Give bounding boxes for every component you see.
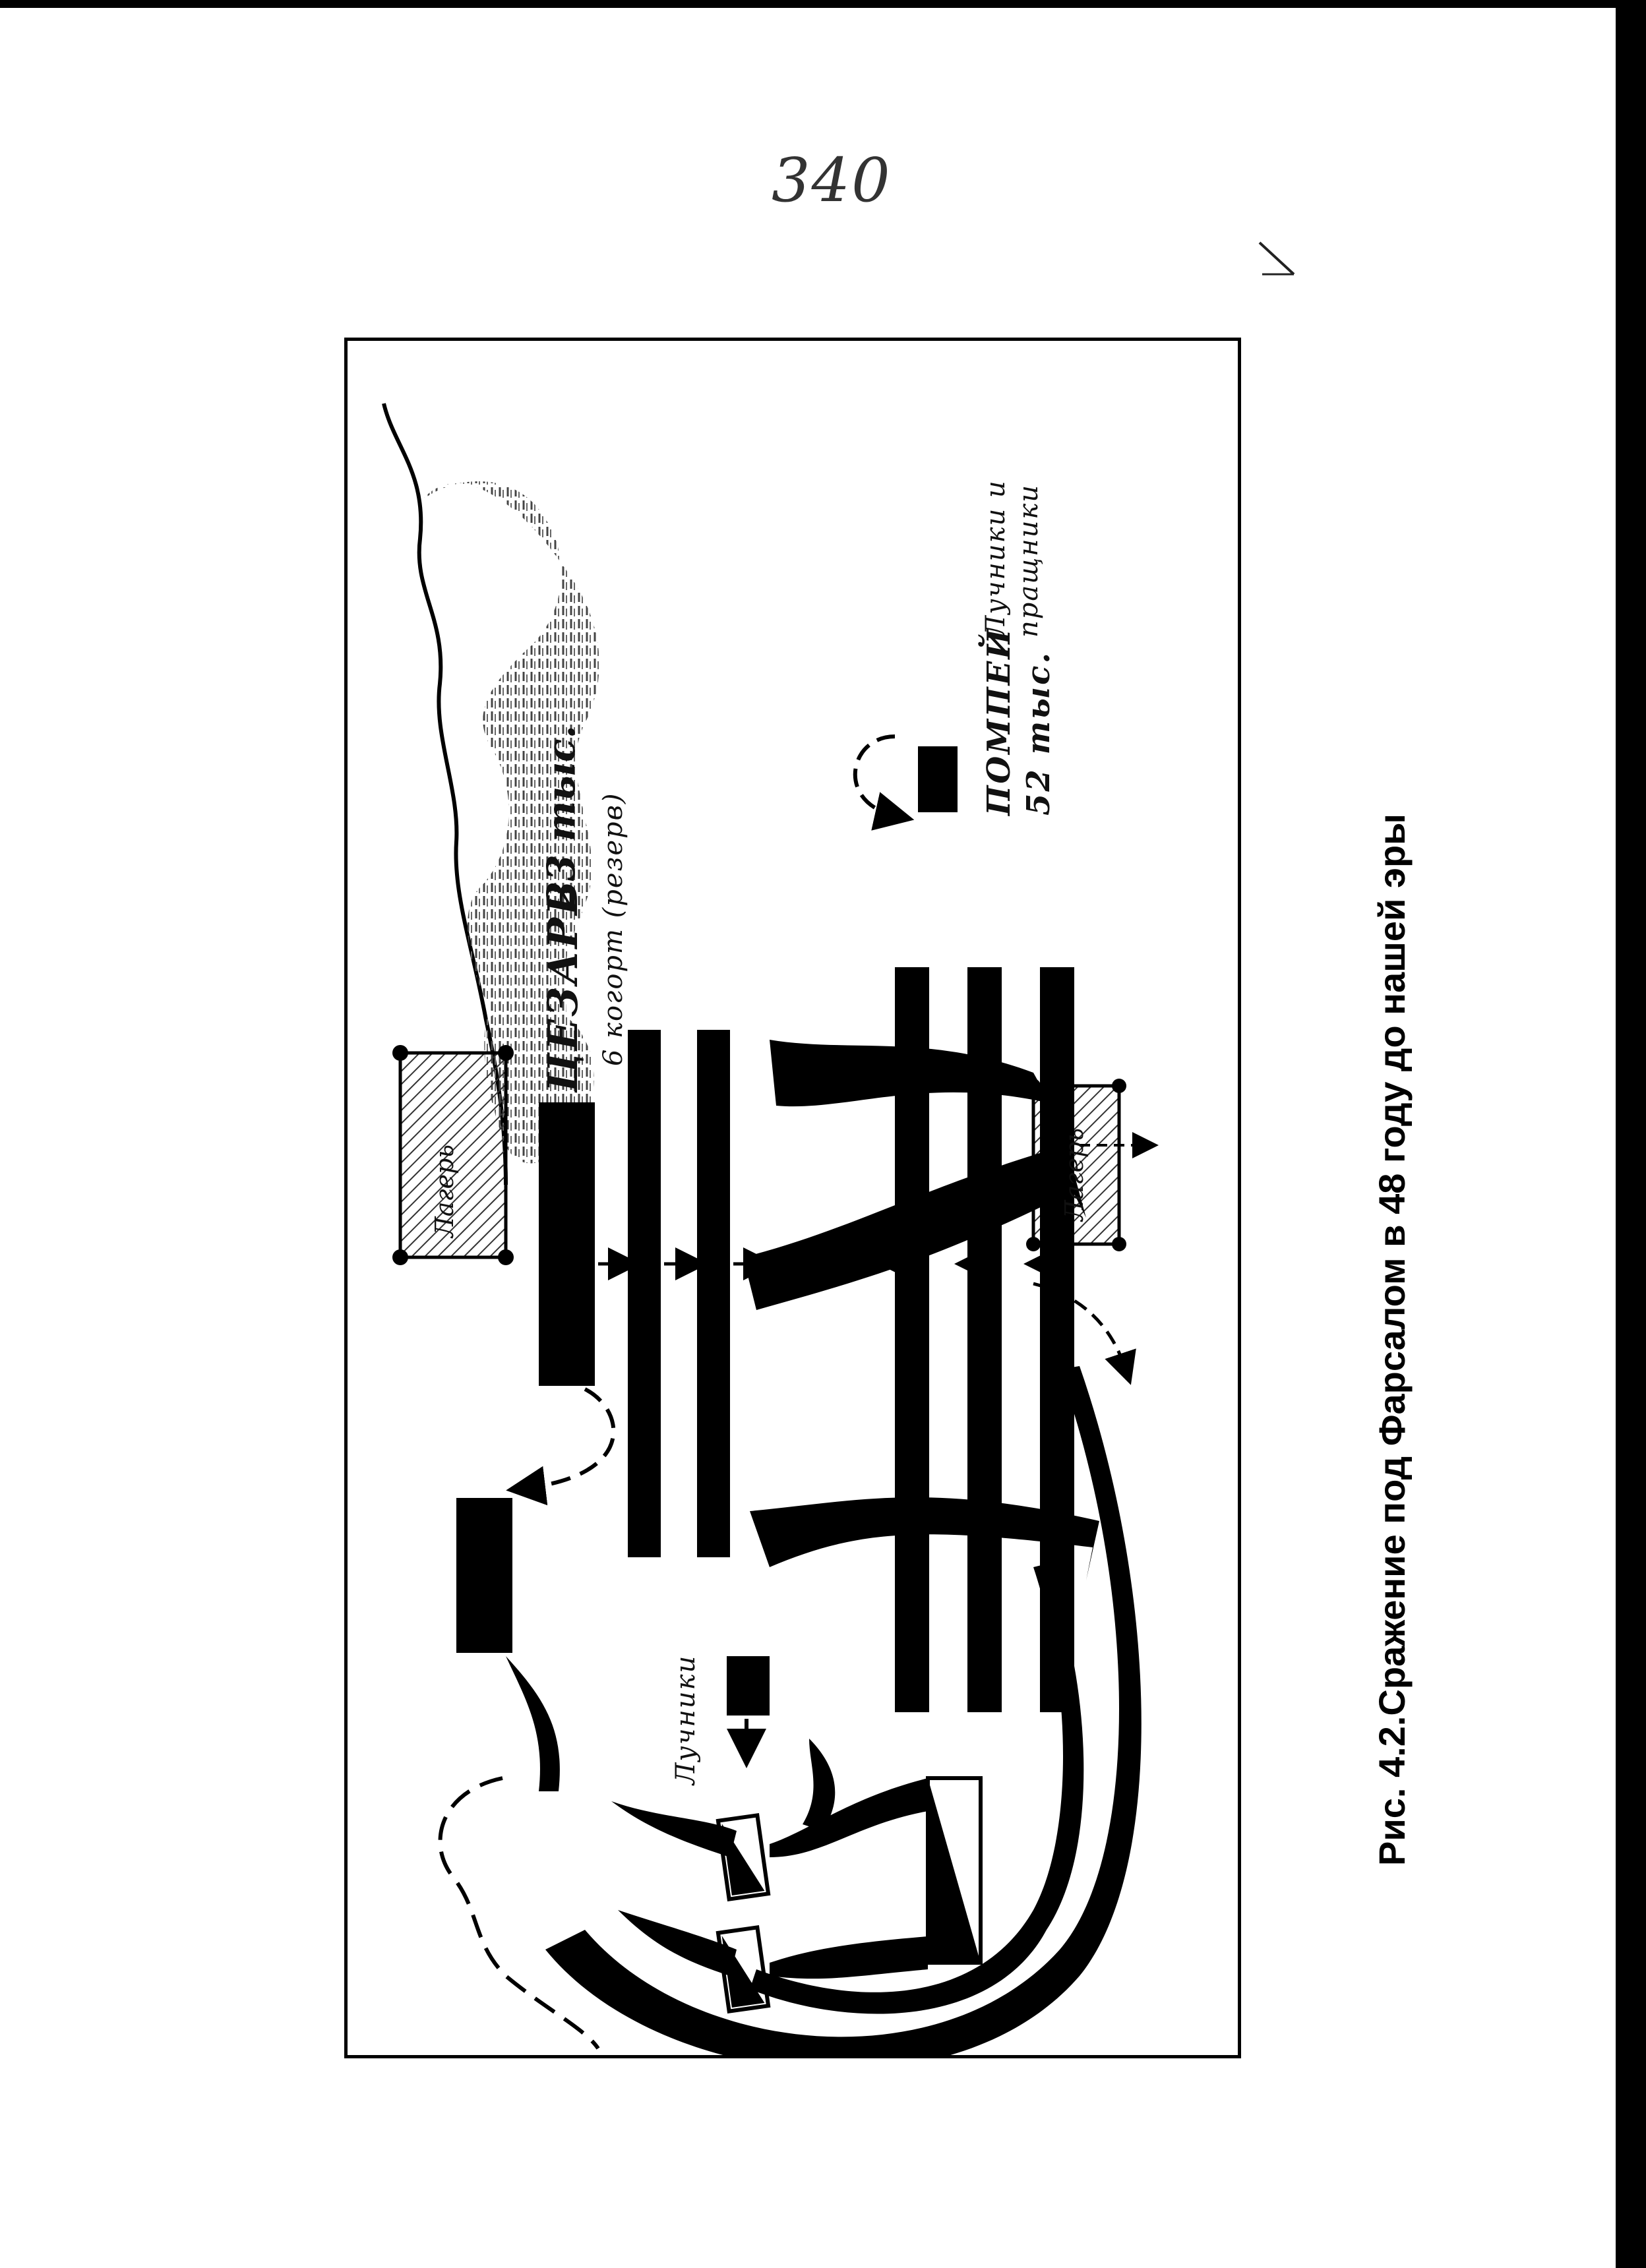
pompey-archers-label-line1: Лучники и <box>981 479 1011 638</box>
caesar-label: ЦЕЗАРЬ <box>539 878 587 1092</box>
flank-arc-outer <box>545 1366 1142 2055</box>
cavalry-wedge-2 <box>618 1910 737 1976</box>
pompey-label: ПОМПЕЙ <box>981 627 1018 816</box>
attack-arrow-3 <box>750 1497 1099 1580</box>
caesar-archers-block <box>727 1656 770 1716</box>
attack-arrow-2 <box>743 1145 1086 1310</box>
figure-caption: Рис. 4.2.Сражение под Фарсалом в 48 году… <box>1371 814 1413 1866</box>
page-number: 340 <box>772 145 892 216</box>
corner-tick-mark <box>1258 241 1295 276</box>
reserve-dashed-arrow <box>506 1387 616 1506</box>
cohorts-arrow-down <box>506 1656 560 1791</box>
caesar-reserve-label: 6 когорт (резерв) <box>598 792 628 1066</box>
caesar-line-1 <box>628 1030 661 1557</box>
scan-border-right <box>1616 0 1646 2268</box>
battle-diagram-frame: ЦЕЗАРЬ 23 тыс. 6 когорт (резерв) Лагерь … <box>344 338 1241 2058</box>
caesar-reserve-block <box>539 1102 595 1386</box>
caesar-strength-label: 23 тыс. <box>539 725 584 908</box>
caesar-camp <box>398 1051 508 1259</box>
archers-label: Лучники <box>671 1654 701 1785</box>
pompey-strength-label: 52 тыс. <box>1020 650 1057 816</box>
caesar-camp-label: Лагерь <box>430 1144 459 1238</box>
cavalry-wedge-4 <box>770 1936 928 1979</box>
cavalry-wedge-5 <box>803 1739 836 1831</box>
cohorts-sweep-dashed <box>438 1776 600 2050</box>
battle-diagram <box>382 403 1159 2055</box>
pompey-archers-label-line2: пращники <box>1014 483 1044 638</box>
pompey-archers-block <box>918 746 958 812</box>
pompey-camp-label: Лагерь <box>1060 1127 1089 1221</box>
hills-area <box>423 481 599 1125</box>
cavalry-wedge-1 <box>611 1801 737 1857</box>
flank-arc-inner <box>750 1564 1084 2014</box>
scan-border-top <box>0 0 1646 8</box>
attack-arrow-1 <box>770 1040 1066 1132</box>
caesar-line-2 <box>697 1030 730 1557</box>
caesar-cohorts-block <box>456 1498 512 1653</box>
cavalry-wedge-3 <box>770 1778 928 1857</box>
pompey-archers-arrow <box>853 734 915 831</box>
